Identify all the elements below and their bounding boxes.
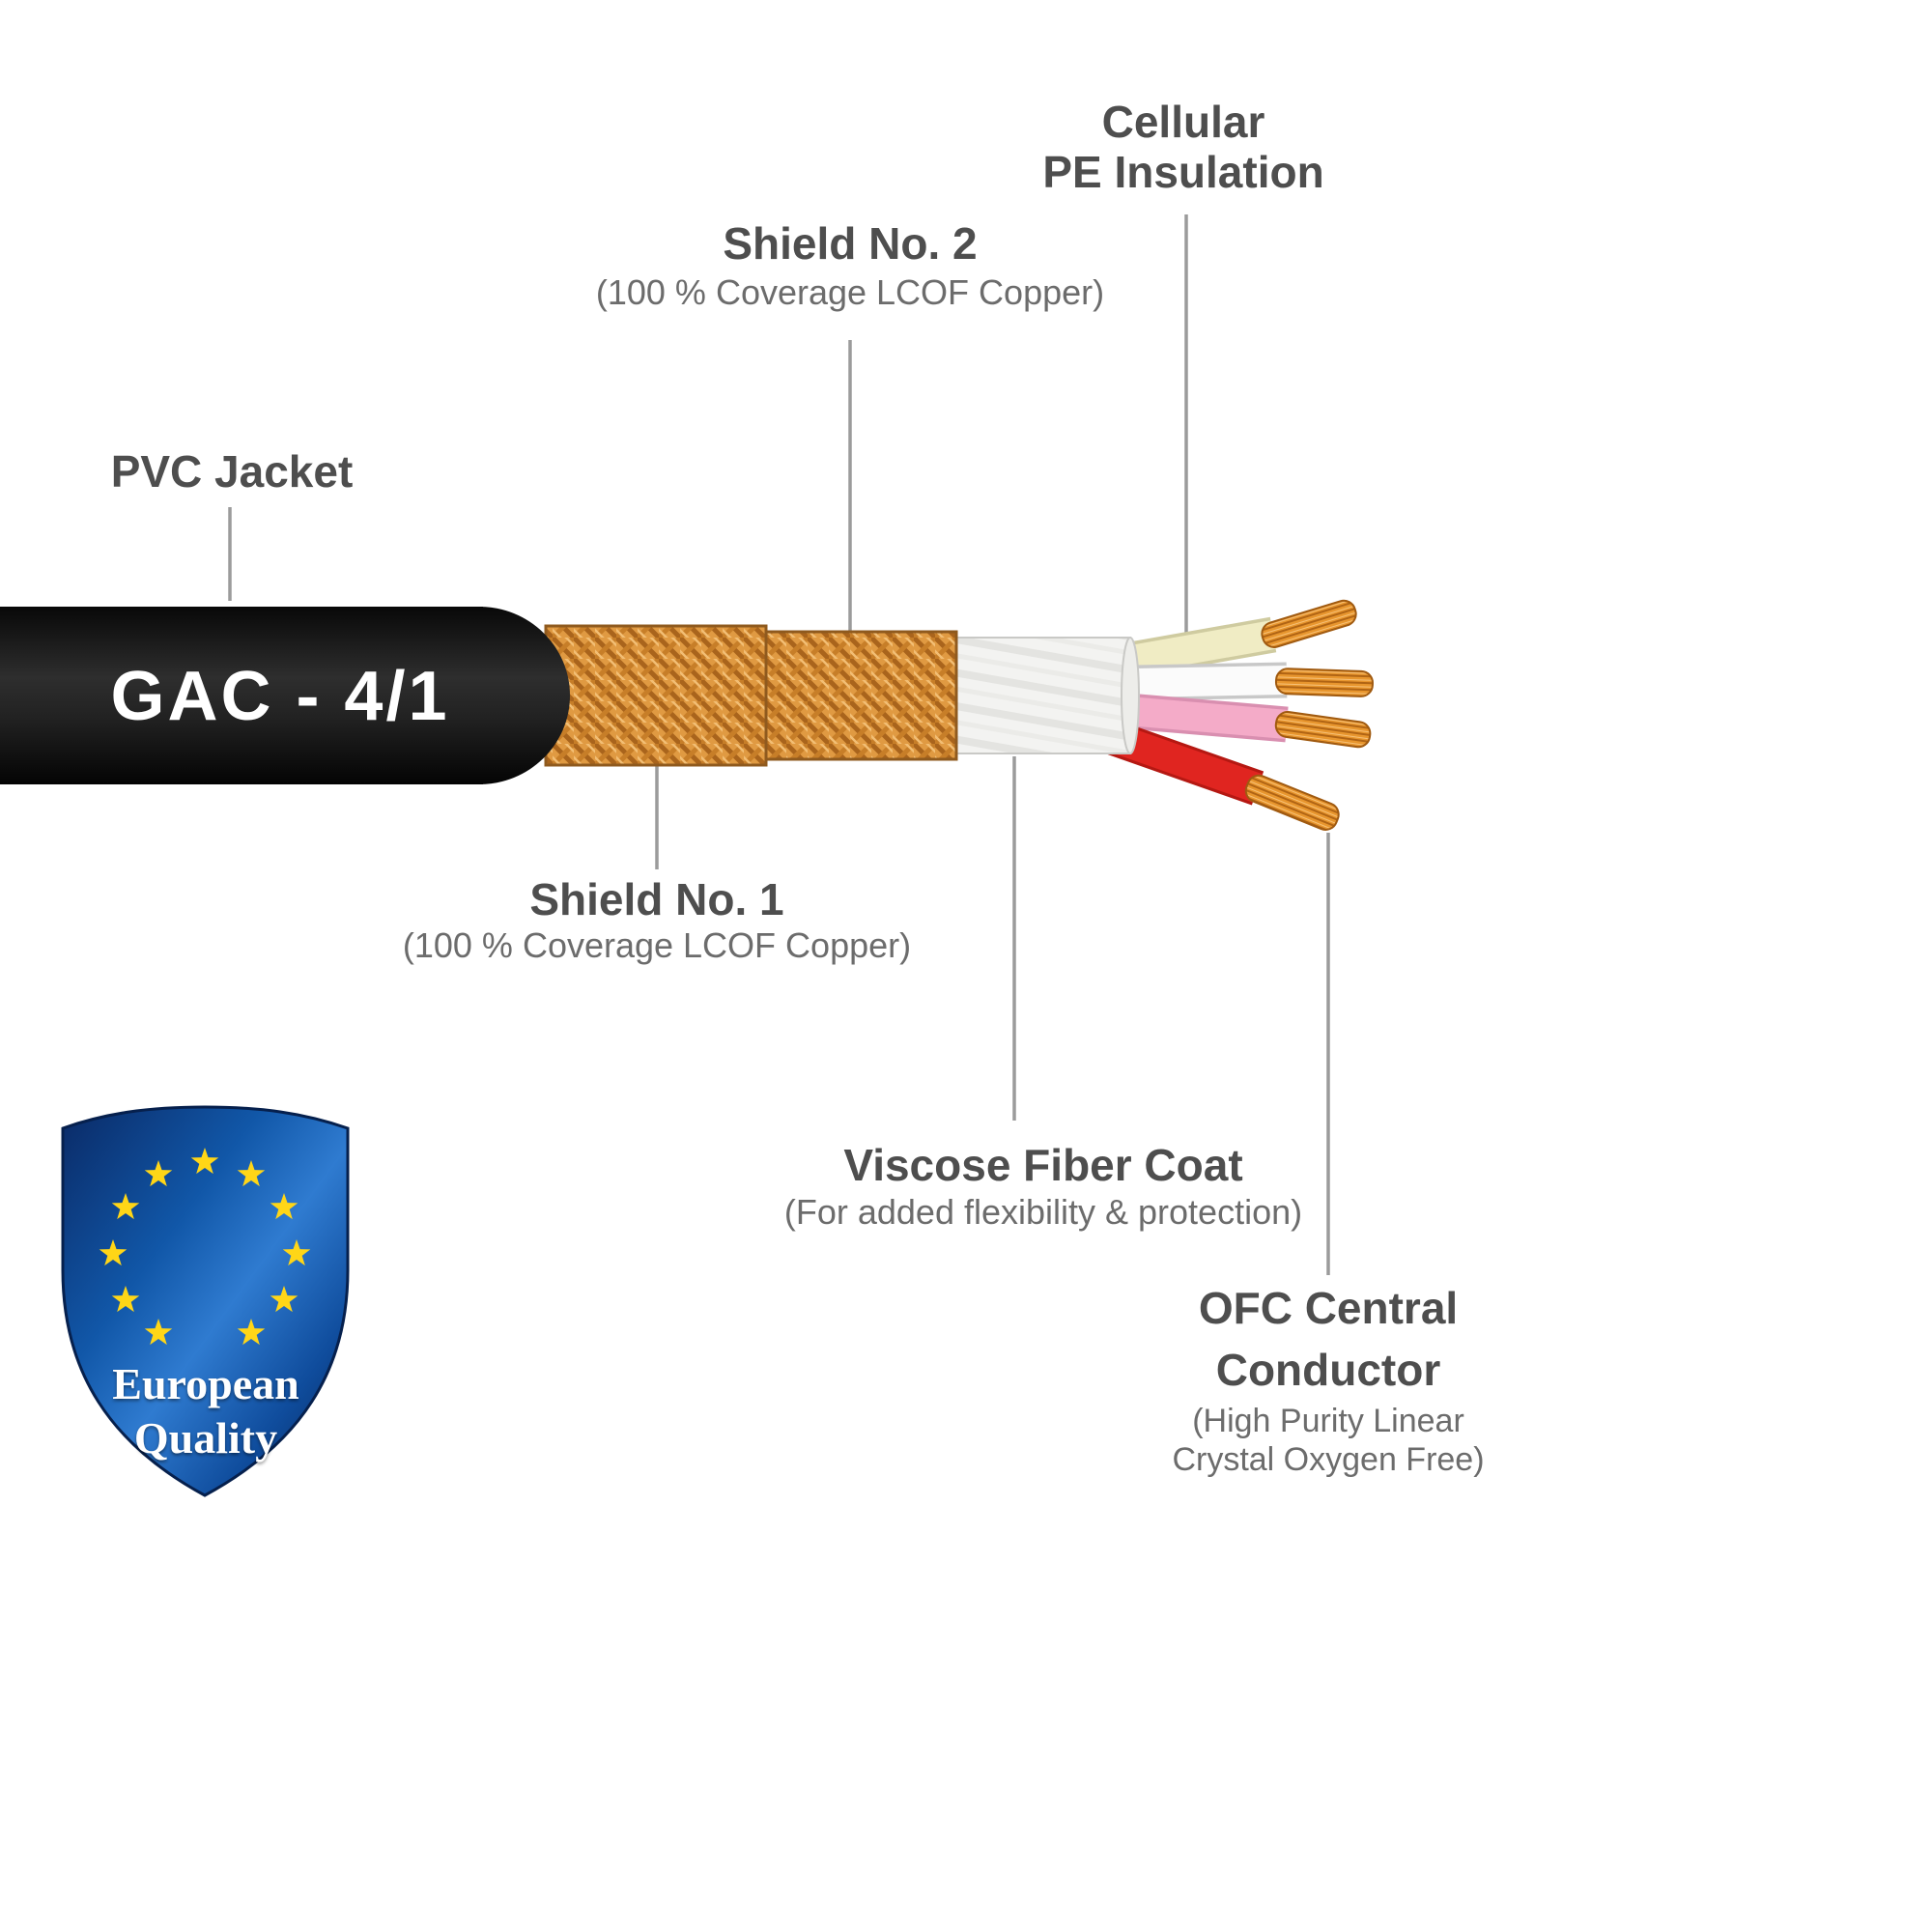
wire-red-copper-tip: [1244, 774, 1340, 831]
leader-lines: [228, 214, 1330, 1275]
label-viscose-title: Viscose Fiber Coat: [843, 1140, 1243, 1190]
european-quality-badge: [61, 1105, 350, 1497]
shield-1-braid: [544, 624, 768, 767]
pvc-jacket-body: [0, 607, 570, 784]
viscose-fiber-coat: [951, 637, 1140, 754]
wire-pink-copper-tip: [1274, 710, 1372, 749]
label-ofc-line1: OFC Central: [1198, 1283, 1459, 1333]
badge-text-line2: Quality: [133, 1413, 278, 1463]
label-ofc-line2: Conductor: [1215, 1345, 1441, 1395]
label-shield-2-title: Shield No. 2: [723, 218, 978, 269]
wire-white-copper-tip: [1274, 668, 1374, 697]
jacket-product-name: GAC - 4/1: [110, 658, 450, 735]
label-shield-1-title: Shield No. 1: [529, 874, 784, 924]
badge-text-line1: European: [112, 1359, 299, 1408]
wire-cream-copper-tip: [1261, 599, 1357, 648]
label-ofc-detail-line2: Crystal Oxygen Free): [1172, 1441, 1485, 1478]
label-shield-1-detail: (100 % Coverage LCOF Copper): [402, 925, 912, 965]
label-viscose-detail: (For added flexibility & protection): [783, 1192, 1303, 1232]
shield-2-braid: [761, 630, 958, 761]
label-cellular-pe-line2: PE Insulation: [1042, 147, 1324, 197]
label-ofc-detail-line1: (High Purity Linear: [1192, 1403, 1464, 1439]
label-pvc-jacket-title: PVC Jacket: [110, 446, 354, 497]
label-cellular-pe-line1: Cellular: [1101, 97, 1265, 147]
label-shield-2-detail: (100 % Coverage LCOF Copper): [595, 272, 1105, 312]
